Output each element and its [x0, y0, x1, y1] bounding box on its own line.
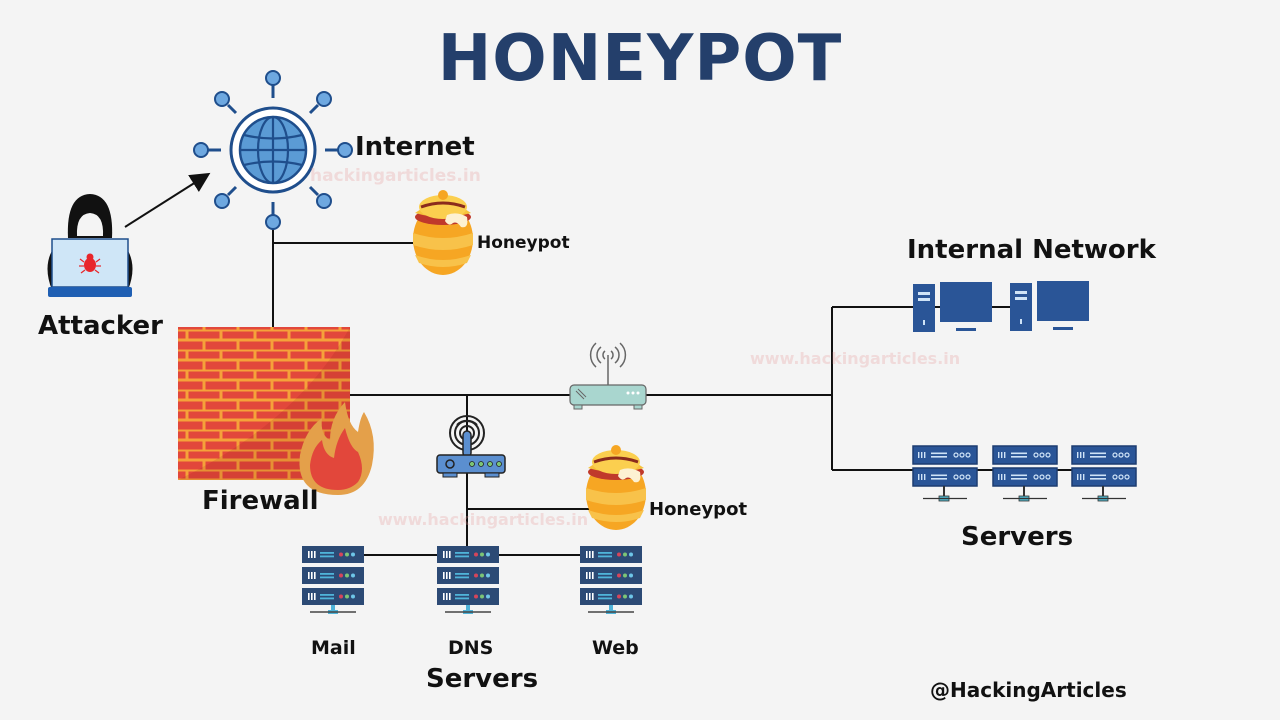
watermark: hackingarticles.in: [310, 166, 481, 186]
desktop-computer-icon: [1010, 281, 1089, 331]
edge-attacker-internet: [124, 172, 211, 228]
dns-server-label: DNS: [448, 637, 494, 659]
attacker-label: Attacker: [38, 311, 163, 341]
internal-network-label: Internal Network: [907, 235, 1156, 265]
desktop-computer-icon: [913, 282, 992, 332]
watermark: www.hackingarticles.in: [750, 349, 961, 368]
internet-label: Internet: [355, 132, 475, 162]
honeypot-internal-label: Honeypot: [649, 499, 748, 520]
wifi-router-icon: [569, 342, 647, 410]
page-title: HONEYPOT: [437, 22, 843, 96]
fire-icon: [299, 402, 374, 495]
hacker-laptop-icon: [47, 194, 133, 297]
server-rack-icon: [580, 546, 642, 614]
server-rack-icon: [993, 446, 1057, 501]
mail-server-label: Mail: [311, 637, 356, 659]
server-rack-icon: [437, 546, 499, 614]
server-rack-icon: [913, 446, 977, 501]
web-server-label: Web: [592, 637, 639, 659]
globe-network-icon: [193, 70, 353, 230]
firewall-brick-icon: [178, 327, 374, 495]
credit-handle: @HackingArticles: [930, 678, 1127, 702]
watermark: www.hackingarticles.in: [378, 510, 589, 529]
wifi-router-icon: [436, 415, 506, 478]
server-rack-icon: [1072, 446, 1136, 501]
dmz-servers-label: Servers: [426, 664, 539, 694]
firewall-label: Firewall: [202, 486, 319, 516]
internal-servers-label: Servers: [961, 522, 1074, 552]
server-rack-icon: [302, 546, 364, 614]
honeypot-external-label: Honeypot: [477, 233, 570, 253]
honey-pot-icon: [584, 443, 648, 532]
honey-pot-icon: [411, 188, 475, 277]
